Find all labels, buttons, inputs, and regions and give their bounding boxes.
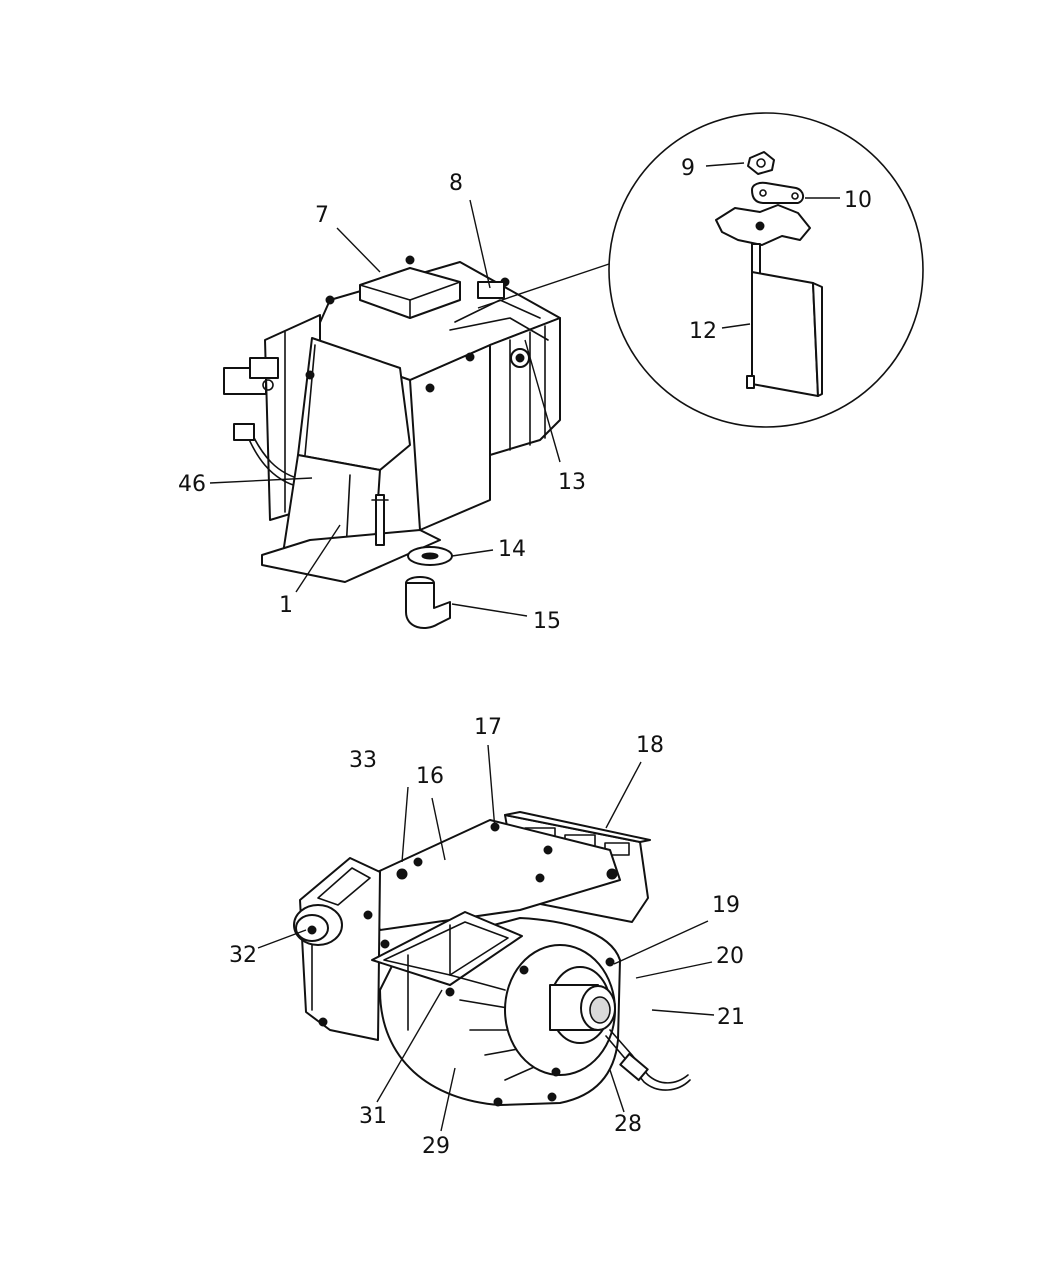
callout-46: 46 bbox=[178, 472, 206, 497]
callout-16: 16 bbox=[416, 764, 444, 789]
callout-19: 19 bbox=[712, 893, 740, 918]
callout-29: 29 bbox=[422, 1134, 450, 1159]
callout-12: 12 bbox=[689, 319, 717, 344]
callout-17: 17 bbox=[474, 715, 502, 740]
leader-lines bbox=[209, 162, 840, 1132]
callout-33: 33 bbox=[349, 748, 377, 773]
callout-7: 7 bbox=[315, 203, 329, 228]
callout-1: 1 bbox=[279, 593, 293, 618]
callout-20: 20 bbox=[716, 944, 744, 969]
callout-31: 31 bbox=[359, 1104, 387, 1129]
callout-13: 13 bbox=[558, 470, 586, 495]
callout-32: 32 bbox=[229, 943, 257, 968]
callout-28: 28 bbox=[614, 1112, 642, 1137]
heater-evaporator-housing-icon bbox=[223, 255, 561, 629]
callout-labels: 7 8 9 10 12 13 14 15 46 1 17 18 33 16 19… bbox=[178, 156, 872, 1159]
callout-9: 9 bbox=[681, 156, 695, 181]
callout-10: 10 bbox=[844, 188, 872, 213]
callout-8: 8 bbox=[449, 171, 463, 196]
callout-18: 18 bbox=[636, 733, 664, 758]
blower-housing-assembly-icon bbox=[293, 811, 691, 1107]
door-actuator-detail-icon bbox=[477, 112, 924, 428]
callout-14: 14 bbox=[498, 537, 526, 562]
callout-21: 21 bbox=[717, 1005, 745, 1030]
callout-15: 15 bbox=[533, 609, 561, 634]
